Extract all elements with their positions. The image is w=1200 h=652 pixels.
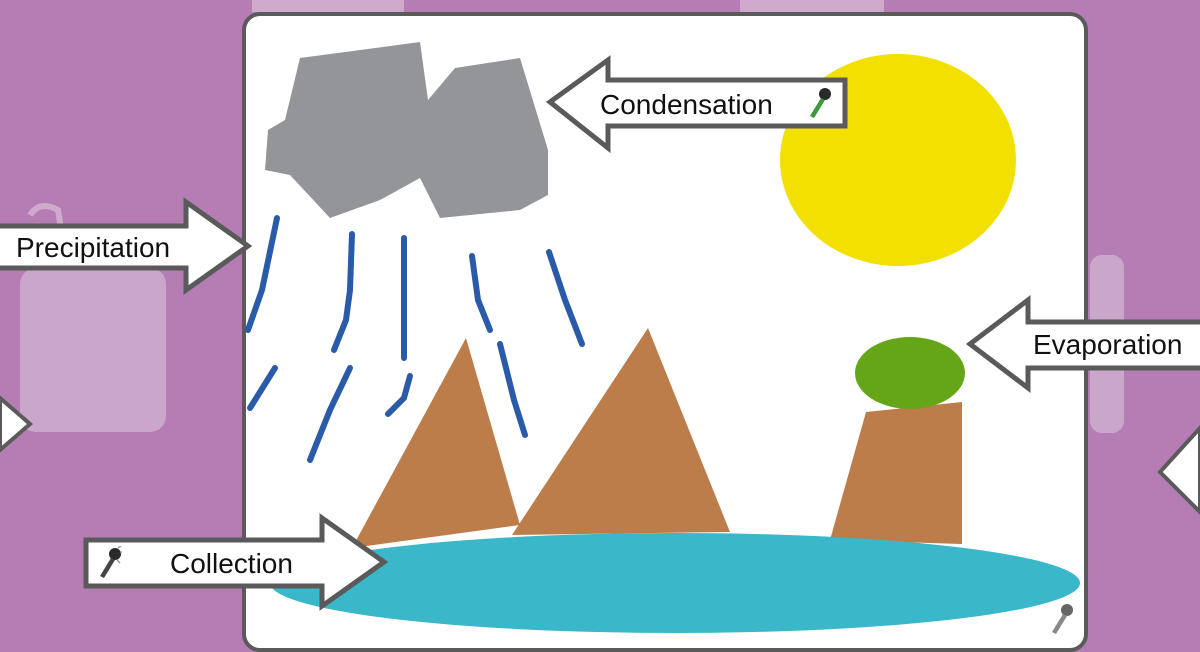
condensation-arrow[interactable] xyxy=(545,55,848,154)
mic-sparkle xyxy=(116,546,122,564)
microphone-icon[interactable] xyxy=(1048,602,1074,638)
bg-arrow-tip-left xyxy=(0,395,34,453)
condensation-label: Condensation xyxy=(600,89,773,120)
tree-canopy xyxy=(855,337,965,409)
precipitation-label: Precipitation xyxy=(16,232,171,263)
mic-handle xyxy=(1052,614,1067,634)
mic-handle xyxy=(810,98,825,118)
rain-drop xyxy=(546,249,585,347)
label-arrows xyxy=(0,55,1200,611)
mic-handle xyxy=(100,558,115,578)
tree-trunk xyxy=(830,402,962,544)
mic-head xyxy=(1061,604,1073,616)
water-pool xyxy=(270,533,1080,633)
rain-drop xyxy=(245,215,280,333)
collection-arrow[interactable] xyxy=(83,513,389,611)
rain-drop xyxy=(307,365,353,463)
microphone-icon[interactable] xyxy=(96,546,122,582)
rain xyxy=(245,215,585,463)
rain-drop xyxy=(385,373,413,417)
bg-arrow-tip-right xyxy=(1157,425,1200,515)
rain-drop xyxy=(247,365,278,411)
mic-head xyxy=(109,548,121,560)
bg-tile-top-left xyxy=(252,0,404,12)
evaporation-label: Evaporation xyxy=(1033,329,1183,360)
rain-drop xyxy=(331,231,355,353)
microphone-icon[interactable] xyxy=(806,86,832,122)
collection-label: Collection xyxy=(170,548,293,579)
precipitation-arrow[interactable] xyxy=(0,197,253,295)
evaporation-arrow[interactable] xyxy=(965,294,1200,394)
bg-tile-top-right xyxy=(740,0,884,12)
mic-head xyxy=(819,88,831,100)
cloud xyxy=(265,42,548,218)
rain-drop xyxy=(469,253,493,333)
mountain-left xyxy=(352,338,520,548)
bg-bag-handle xyxy=(27,203,65,236)
bg-bag-body xyxy=(20,268,166,432)
mountain-middle xyxy=(512,328,730,535)
rain-drop xyxy=(497,341,528,438)
